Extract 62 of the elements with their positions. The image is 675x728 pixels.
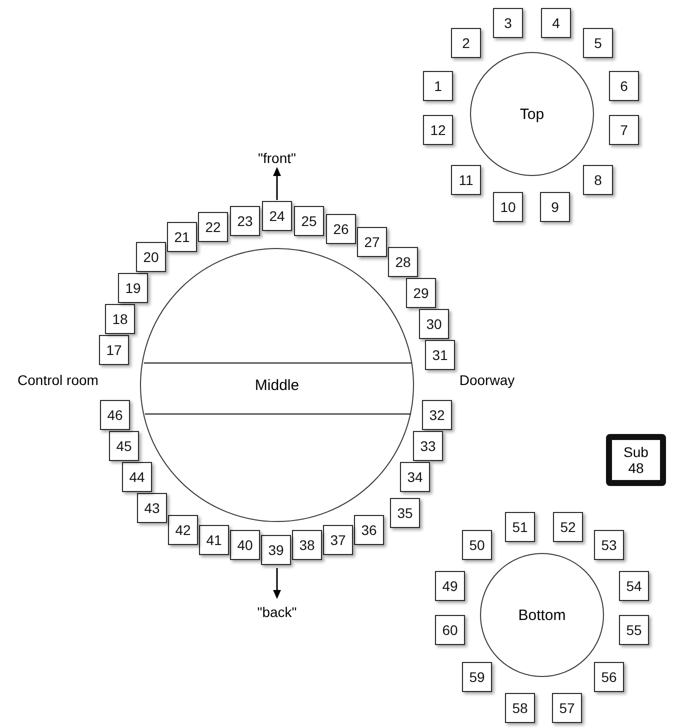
speaker-box: 28 [388, 247, 418, 277]
speaker-box: 29 [406, 278, 436, 308]
speaker-box: 30 [419, 309, 449, 339]
speaker-box: 39 [261, 535, 291, 565]
speaker-box: 33 [413, 431, 443, 461]
speaker-box: 1 [423, 71, 453, 101]
ring-label: Middle [254, 376, 300, 394]
speaker-box: 27 [357, 227, 387, 257]
speaker-box: 6 [609, 71, 639, 101]
speaker-box: 60 [435, 615, 465, 645]
speaker-box: 17 [99, 335, 129, 365]
speaker-box: 19 [118, 273, 148, 303]
ring-label: Top [520, 106, 544, 122]
speaker-box: 10 [493, 192, 523, 222]
speaker-box: 46 [100, 400, 130, 430]
speaker-box: 37 [323, 525, 353, 555]
speaker-box: 52 [553, 512, 583, 542]
speaker-box: 23 [230, 206, 260, 236]
speaker-box: 54 [619, 571, 649, 601]
ring-label: Bottom [518, 606, 566, 624]
speaker-box: 25 [294, 206, 324, 236]
speaker-box: 45 [109, 431, 139, 461]
speaker-box: 43 [137, 493, 167, 523]
speaker-box: 58 [505, 693, 535, 723]
speaker-box: 59 [462, 662, 492, 692]
speaker-box: 7 [609, 115, 639, 145]
speaker-box: 50 [462, 530, 492, 560]
speaker-box: 41 [199, 525, 229, 555]
speaker-box: 5 [583, 28, 613, 58]
speaker-box: 22 [198, 212, 228, 242]
area-label: Control room [18, 372, 98, 388]
speaker-box: 49 [435, 571, 465, 601]
speaker-box: 44 [122, 462, 152, 492]
speaker-box: 4 [541, 8, 571, 38]
speaker-box: 20 [136, 242, 166, 272]
speaker-box: 24 [262, 201, 292, 231]
speaker-box: 12 [423, 115, 453, 145]
speaker-box: 40 [230, 530, 260, 560]
speaker-box: 21 [167, 222, 197, 252]
speaker-box: 32 [422, 400, 452, 430]
speaker-box: 18 [105, 304, 135, 334]
speaker-box: 56 [594, 662, 624, 692]
speaker-box: 34 [400, 462, 430, 492]
speaker-box: 11 [451, 165, 481, 195]
area-label: Doorway [459, 372, 515, 388]
speaker-box: 2 [451, 28, 481, 58]
speaker-box: 57 [552, 693, 582, 723]
subwoofer-box: Sub 48 [606, 434, 666, 486]
speaker-box: 36 [354, 515, 384, 545]
speaker-box: 38 [292, 530, 322, 560]
speaker-box: 9 [540, 192, 570, 222]
direction-label: "back" [257, 604, 297, 620]
speaker-box: 26 [326, 214, 356, 244]
speaker-box: 53 [594, 530, 624, 560]
speaker-box: 35 [390, 498, 420, 528]
speaker-box: 31 [425, 340, 455, 370]
speaker-box: 51 [505, 512, 535, 542]
speaker-box: 42 [168, 515, 198, 545]
speaker-box: 3 [493, 8, 523, 38]
direction-label: "front" [258, 150, 296, 166]
speaker-box: 55 [619, 615, 649, 645]
speaker-box: 8 [583, 165, 613, 195]
